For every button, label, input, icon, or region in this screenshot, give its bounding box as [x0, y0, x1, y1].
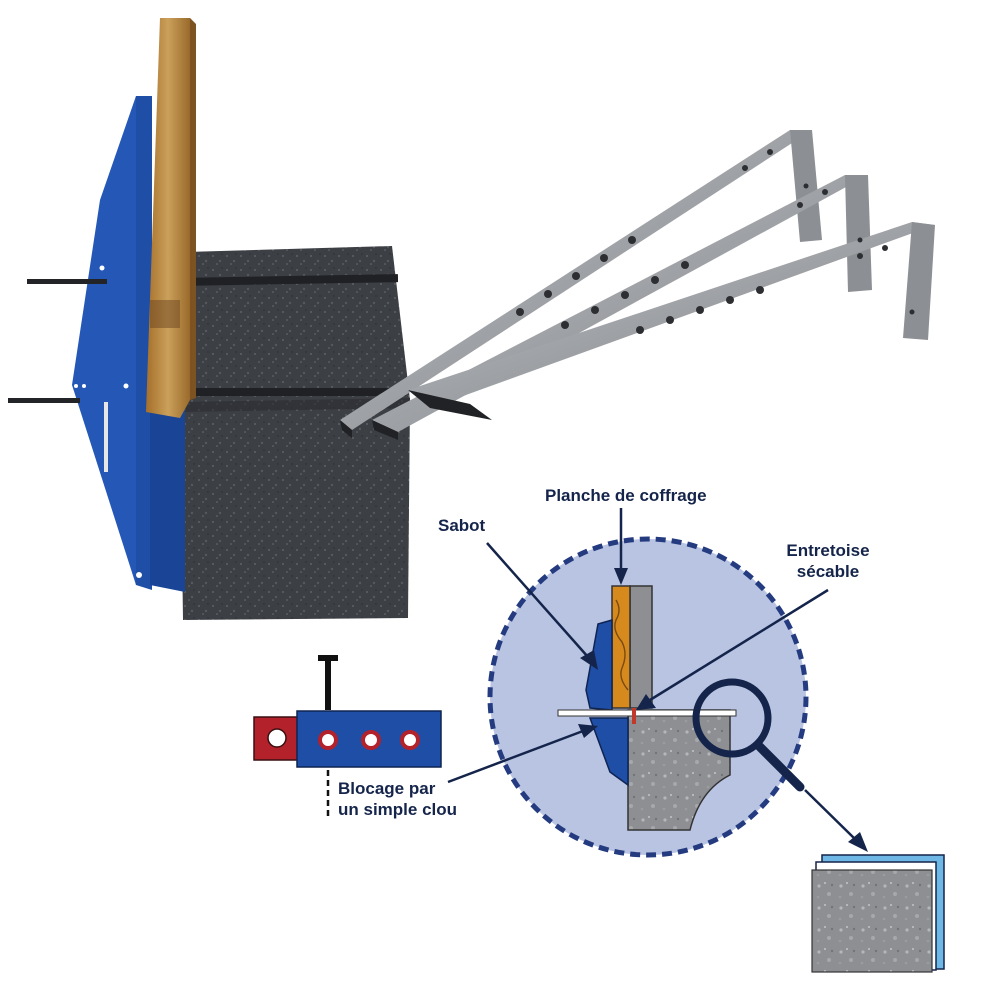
- spacer: [557, 709, 737, 717]
- label-entretoise: Entretoise sécable: [768, 540, 888, 582]
- formwork-board: [146, 18, 196, 418]
- block-front: [180, 398, 410, 620]
- leader-lines: [447, 508, 868, 852]
- label-entretoise-line1: Entretoise: [786, 541, 870, 560]
- block-groove-2: [186, 388, 406, 396]
- nail-icon: [318, 655, 338, 710]
- label-blocage-line1: Blocage par: [338, 779, 436, 798]
- label-blocage: Blocage par un simple clou: [338, 778, 457, 820]
- block-groove-1: [189, 274, 399, 286]
- label-blocage-line2: un simple clou: [338, 800, 458, 819]
- inset-detail: [811, 854, 945, 973]
- block-top: [180, 246, 410, 405]
- sabot-bracket: [8, 96, 185, 592]
- sabot-wedge: [585, 619, 613, 711]
- steel-straps: [340, 130, 935, 440]
- label-entretoise-line2: sécable: [796, 562, 860, 581]
- label-planche-de-coffrage: Planche de coffrage: [545, 486, 707, 505]
- nail-lock-diagram: [253, 655, 442, 820]
- form-panel: [629, 585, 653, 709]
- label-sabot: Sabot: [438, 516, 486, 535]
- arrow-icon: [804, 789, 857, 841]
- block-assembly: [180, 246, 410, 620]
- magnifier-icon: [692, 678, 805, 792]
